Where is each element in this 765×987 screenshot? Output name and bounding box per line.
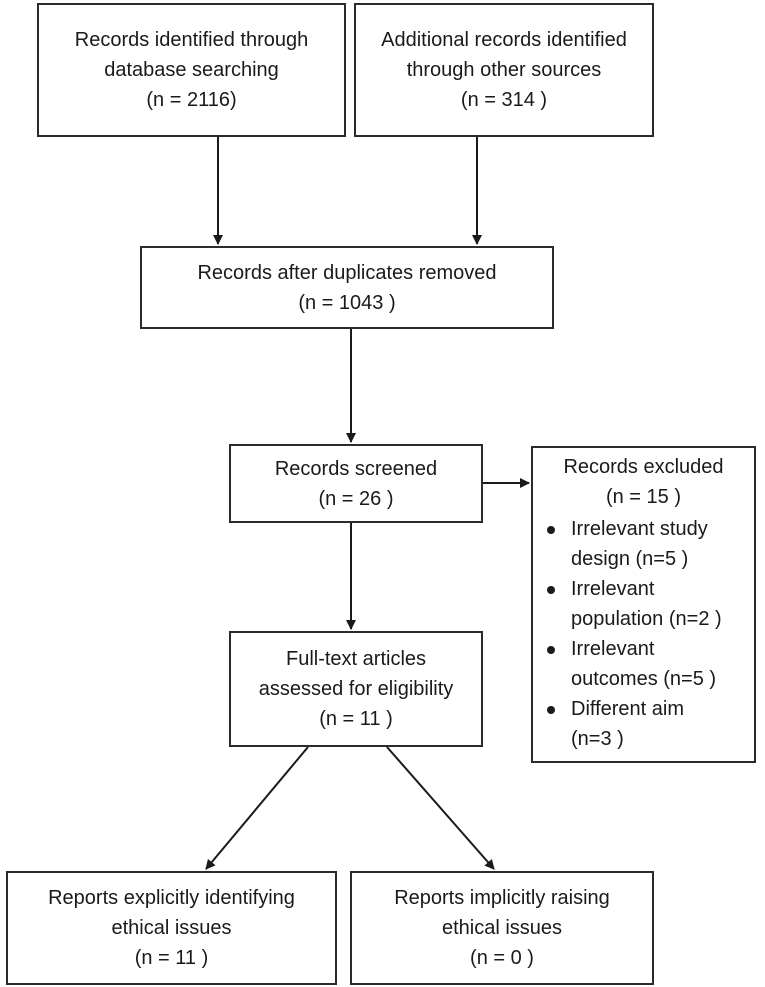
reports-implicit-box: Reports implicitly raising ethical issue… — [350, 871, 654, 985]
arrow-fulltext-to-explicit — [205, 746, 309, 870]
box-line: assessed for eligibility — [258, 678, 454, 700]
arrow-fulltext-to-implicit — [386, 746, 495, 870]
reason-line: (n=3 ) — [571, 728, 624, 750]
records-screened-box: Records screened (n = 26 ) — [229, 444, 483, 523]
box-line: Records identified through — [74, 29, 309, 51]
box-count: (n = 1043 ) — [298, 291, 396, 314]
reports-explicit-box: Reports explicitly identifying ethical i… — [6, 871, 337, 985]
box-count: (n = 0 ) — [470, 947, 534, 969]
box-line: Additional records identified — [381, 29, 627, 51]
box-count: (n = 11 ) — [134, 947, 209, 969]
exclusion-reason: Irrelevant outcomes (n=5 ) — [545, 634, 754, 694]
records-excluded-box: Records excluded (n = 15 ) Irrelevant st… — [531, 446, 756, 763]
box-line: ethical issues — [441, 917, 563, 939]
reason-line: Irrelevant — [571, 578, 655, 600]
box-count: (n = 15 ) — [605, 486, 682, 508]
box-line: Records screened — [274, 457, 438, 480]
fulltext-articles-box: Full-text articles assessed for eligibil… — [229, 631, 483, 747]
reason-line: Irrelevant study — [571, 518, 708, 540]
box-count: (n = 314 ) — [460, 89, 548, 111]
box-line: Full-text articles — [285, 648, 427, 670]
box-count: (n = 26 ) — [318, 487, 394, 510]
exclusion-reason: Irrelevant study design (n=5 ) — [545, 514, 754, 574]
box-line: Reports explicitly identifying — [48, 887, 295, 909]
additional-records-box: Additional records identified through ot… — [354, 3, 654, 137]
box-line: through other sources — [406, 59, 602, 81]
box-count: (n = 2116) — [146, 89, 237, 111]
box-line: ethical issues — [111, 917, 232, 939]
exclusion-reasons-list: Irrelevant study design (n=5 ) Irrelevan… — [533, 514, 754, 754]
box-line: database searching — [104, 59, 279, 81]
records-after-duplicates-box: Records after duplicates removed (n = 10… — [140, 246, 554, 329]
box-title: Records excluded — [563, 456, 724, 478]
reason-line: population (n=2 ) — [571, 608, 722, 630]
exclusion-reason: Different aim (n=3 ) — [545, 694, 754, 754]
reason-line: Different aim — [571, 698, 685, 720]
reason-line: design (n=5 ) — [571, 548, 689, 570]
box-line: Records after duplicates removed — [197, 261, 497, 284]
box-line: Reports implicitly raising — [394, 887, 610, 909]
reason-line: outcomes (n=5 ) — [571, 668, 717, 690]
records-identified-database-box: Records identified through database sear… — [37, 3, 346, 137]
reason-line: Irrelevant — [571, 638, 655, 660]
exclusion-reason: Irrelevant population (n=2 ) — [545, 574, 754, 634]
box-count: (n = 11 ) — [319, 708, 393, 730]
